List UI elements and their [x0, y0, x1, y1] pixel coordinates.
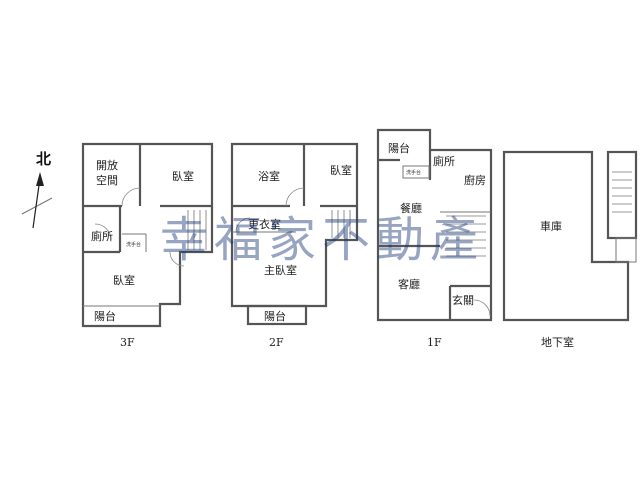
f1-floor-label: 1F: [427, 336, 442, 349]
f2-closet-label: 更衣室: [248, 217, 281, 231]
f1-toilet-label: 廁所: [433, 154, 455, 168]
floor-b1-plan: [502, 150, 638, 322]
watermark-text: 幸福家不動產: [160, 212, 484, 268]
f3-bedroom-a-label: 臥室: [172, 169, 194, 183]
floor-2f-plan: [230, 142, 359, 326]
f1-living-label: 客廳: [398, 277, 420, 291]
f3-washbasin-label: 洗手台: [126, 241, 141, 248]
f1-dining-label: 餐廳: [400, 201, 422, 215]
f3-open-space-label-line2: 空間: [96, 173, 118, 187]
f1-entry-label: 玄關: [452, 293, 474, 307]
b1-garage-label: 車庫: [540, 219, 562, 233]
floor-3f-plan: [81, 142, 214, 328]
f3-bedroom-b-label: 臥室: [113, 273, 135, 287]
north-arrow-icon: [21, 172, 53, 229]
f1-balcony-label: 陽台: [388, 141, 410, 155]
f3-toilet-label: 廁所: [91, 229, 113, 243]
f1-washbasin-label: 洗手台: [406, 169, 421, 176]
f2-master-label: 主臥室: [264, 263, 297, 277]
b1-floor-label: 地下室: [541, 335, 574, 349]
f2-bathroom-label: 浴室: [258, 169, 280, 183]
floor-1f-plan: [376, 128, 493, 322]
f2-bedroom-label: 臥室: [330, 163, 352, 177]
f3-balcony-label: 陽台: [94, 309, 116, 323]
f3-floor-label: 3F: [120, 336, 135, 349]
north-label: 北: [36, 150, 51, 168]
f2-floor-label: 2F: [269, 336, 284, 349]
f2-balcony-label: 陽台: [264, 309, 286, 323]
f1-kitchen-label: 廚房: [464, 173, 486, 187]
f3-open-space-label-line1: 開放: [96, 158, 118, 172]
